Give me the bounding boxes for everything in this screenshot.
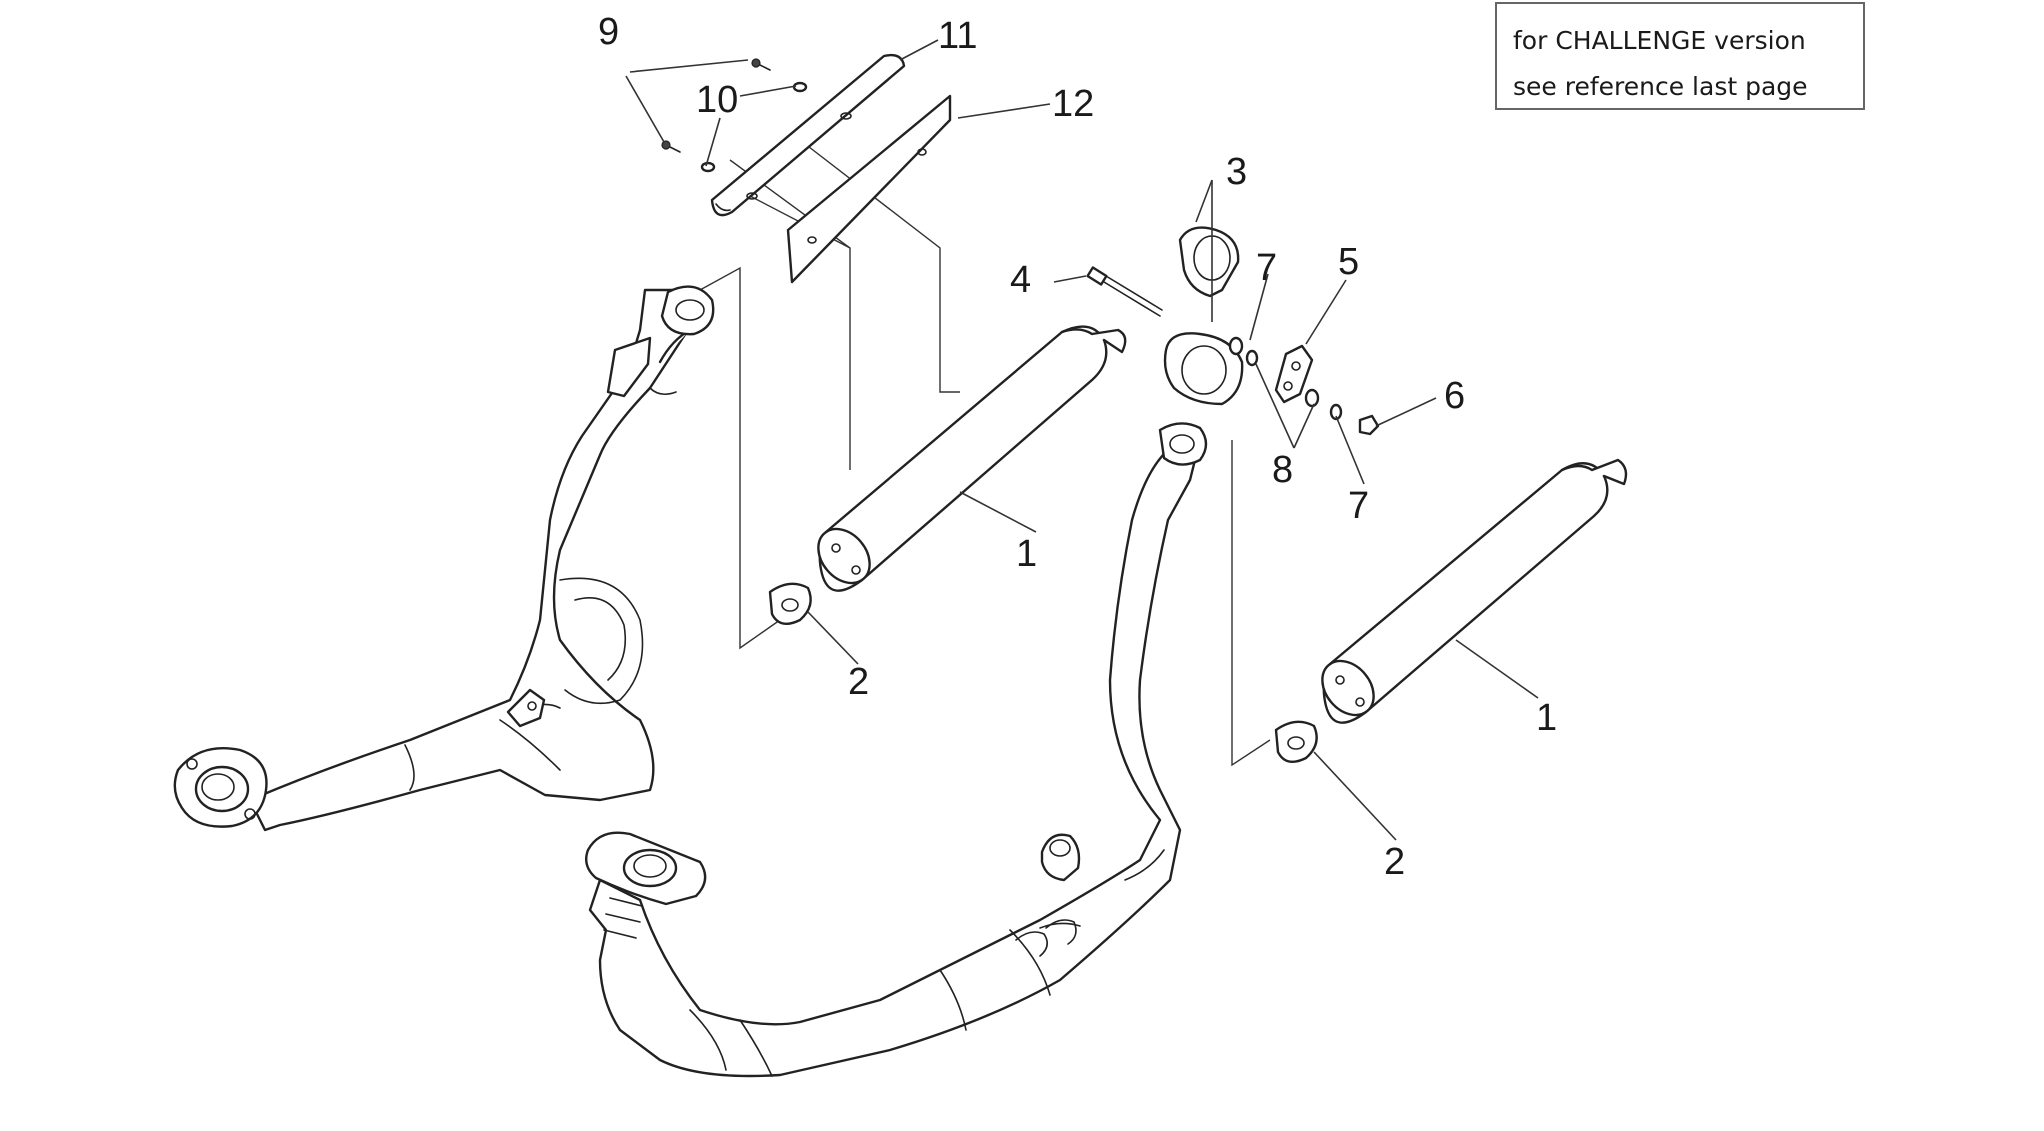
shield-screws [661,58,808,173]
callout-5: 5 [1338,241,1359,283]
right-muffler [1321,458,1628,724]
version-note-line-1: for CHALLENGE version [1513,26,1806,55]
callout-7-lower: 7 [1348,485,1369,527]
version-note-line-2: see reference last page [1513,72,1808,101]
left-muffler-gasket [768,582,812,626]
callout-1-right: 1 [1536,697,1557,739]
callout-2-left: 2 [848,661,869,703]
rear-exhaust-header [585,422,1208,1078]
left-muffler [817,325,1127,592]
callout-4: 4 [1010,259,1031,301]
callout-9: 9 [598,11,619,53]
callout-numbers: 9 10 11 12 3 4 7 5 6 8 7 1 1 2 2 [598,11,1557,883]
right-muffler-gasket [1274,720,1318,764]
callout-leaders [625,39,1539,841]
callout-8: 8 [1272,449,1293,491]
clamp-bolt [1086,266,1163,317]
front-exhaust-header [173,285,715,832]
muffler-clamps [1163,226,1244,406]
callout-3: 3 [1226,151,1247,193]
callout-10: 10 [696,79,738,121]
callout-1-left: 1 [1016,533,1037,575]
callout-6: 6 [1444,375,1465,417]
callout-7-upper: 7 [1256,247,1277,289]
clamp-bracket-hardware [1228,336,1380,436]
callout-2-right: 2 [1384,841,1405,883]
version-note-box: for CHALLENGE version see reference last… [1495,2,1865,110]
callout-11: 11 [938,15,977,57]
callout-12: 12 [1052,83,1094,125]
heat-shield [710,53,906,217]
shield-gasket [786,94,952,284]
